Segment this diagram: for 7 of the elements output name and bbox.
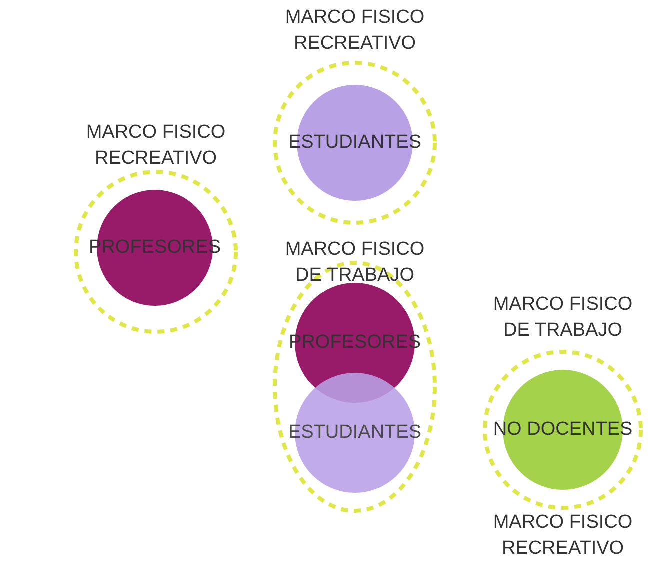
frame-heading: MARCO FISICO RECREATIVO <box>284 6 426 56</box>
circle-label: ESTUDIANTES <box>288 422 422 444</box>
frame-heading: MARCO FISICO DE TRABAJO <box>492 293 634 343</box>
frame-heading: MARCO FISICO DE TRABAJO <box>284 238 426 288</box>
frame-heading: MARCO FISICO RECREATIVO <box>85 121 227 171</box>
frame-heading: MARCO FISICO RECREATIVO <box>492 511 634 561</box>
circle-label: ESTUDIANTES <box>288 132 422 154</box>
